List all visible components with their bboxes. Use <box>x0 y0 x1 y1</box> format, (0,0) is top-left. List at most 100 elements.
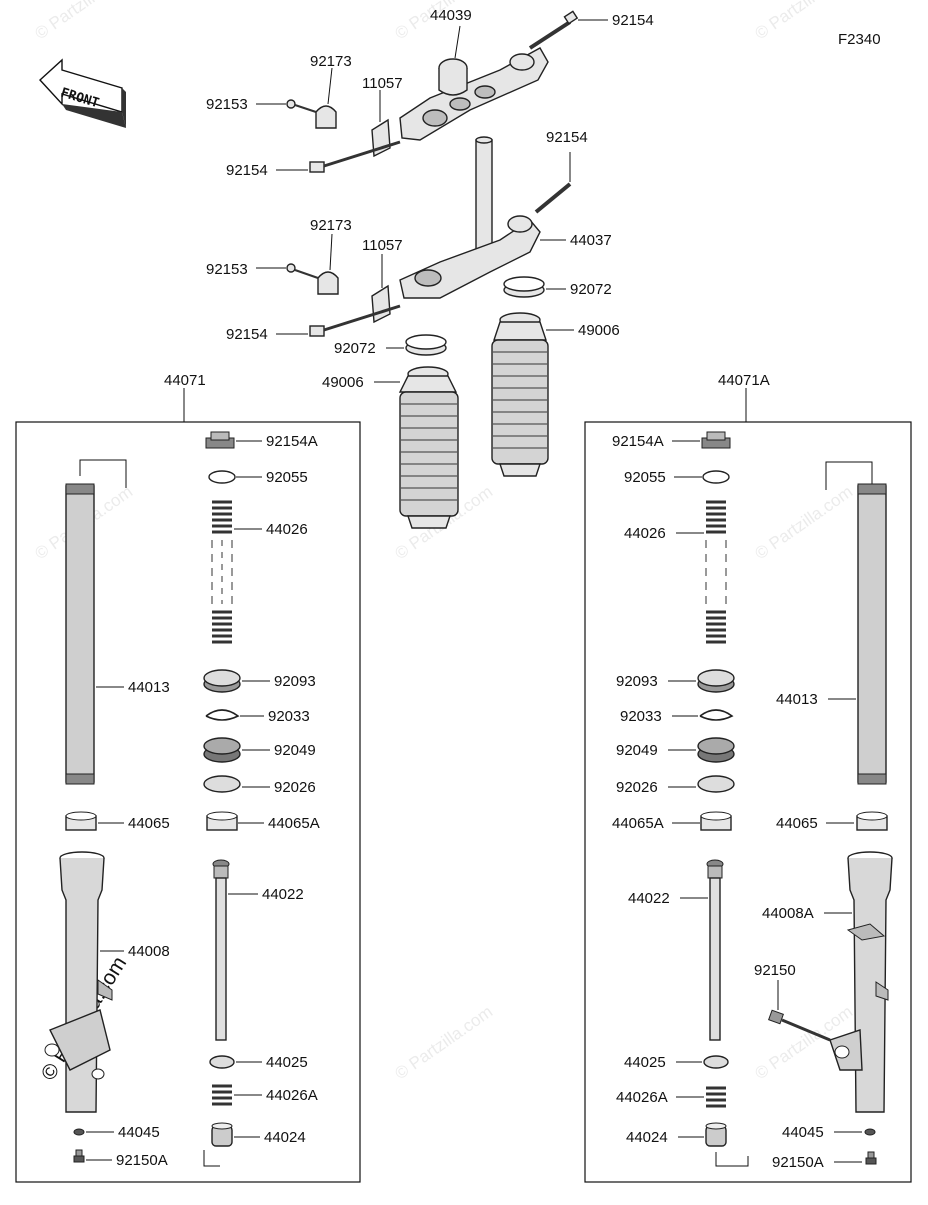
outer-tube-44008-left <box>44 851 113 1113</box>
label-92154-lower-long: 92154 <box>226 326 268 343</box>
label-44026-right: 44026 <box>624 525 666 542</box>
dust-seal-92093-left <box>203 669 241 693</box>
label-92154A-left: 92154A <box>266 433 318 450</box>
watermark: © Partzilla.com <box>751 482 856 563</box>
label-44025-right: 44025 <box>624 1054 666 1071</box>
cylinder-44022-left <box>212 859 230 1041</box>
label-44024-right: 44024 <box>626 1129 668 1146</box>
assembly-box-right <box>584 421 912 1183</box>
label-92153-lower: 92153 <box>206 261 248 278</box>
washer-92026-right <box>697 775 735 793</box>
bolt-92150-side <box>768 1009 831 1042</box>
label-44022-left: 44022 <box>262 886 304 903</box>
spring-44026A-left <box>212 1084 232 1106</box>
label-92154-top: 92154 <box>612 12 654 29</box>
gasket-44045-left <box>73 1128 85 1136</box>
label-92072-left: 92072 <box>334 340 376 357</box>
label-92153-upper: 92153 <box>206 96 248 113</box>
inner-tube-44013-left <box>65 459 127 785</box>
label-92173-lower: 92173 <box>310 217 352 234</box>
plate-11057-lower <box>371 284 391 324</box>
label-92049-right: 92049 <box>616 742 658 759</box>
label-44013-left: 44013 <box>128 679 170 696</box>
spring-44026-left <box>211 500 233 644</box>
bushing-44065A-left <box>206 811 238 831</box>
fork-boot-49006-right <box>491 312 549 477</box>
label-92049-left: 92049 <box>274 742 316 759</box>
clip-92033-right <box>699 709 734 721</box>
label-92154A-right: 92154A <box>612 433 664 450</box>
label-44065-right: 44065 <box>776 815 818 832</box>
bolt-92150A-right <box>865 1151 877 1165</box>
label-44045-right: 44045 <box>782 1124 824 1141</box>
assembly-box-left <box>15 421 361 1183</box>
watermark: © Partzilla.com <box>391 1002 496 1083</box>
inner-tube-44013-right <box>825 461 887 785</box>
washer-92026-left <box>203 775 241 793</box>
label-44008: 44008 <box>128 943 170 960</box>
label-44026-left: 44026 <box>266 521 308 538</box>
outer-tube-44008A-right <box>829 851 893 1113</box>
label-92055-right: 92055 <box>624 469 666 486</box>
label-44008A: 44008A <box>762 905 814 922</box>
label-92154-lower-right: 92154 <box>546 129 588 146</box>
label-92033-left: 92033 <box>268 708 310 725</box>
diagram-code: F2340 <box>838 31 881 48</box>
oil-seal-92049-right <box>697 737 735 763</box>
label-44026A-left: 44026A <box>266 1087 318 1104</box>
piece-44024-left <box>203 1122 233 1167</box>
bolt-92154-lower-long <box>309 304 401 337</box>
label-44065A-right: 44065A <box>612 815 664 832</box>
label-44024-left: 44024 <box>264 1129 306 1146</box>
front-arrow-icon: FRONT <box>39 58 126 128</box>
bushing-44065-left <box>65 811 97 831</box>
washer-92055-left <box>208 470 236 484</box>
label-44065-left: 44065 <box>128 815 170 832</box>
ring-44025-left <box>209 1055 235 1069</box>
label-44037: 44037 <box>570 232 612 249</box>
gasket-44045-right <box>864 1128 876 1136</box>
ring-44025-right <box>703 1055 729 1069</box>
label-92173-upper: 92173 <box>310 53 352 70</box>
bolt-92153-upper <box>286 99 317 113</box>
cylinder-44022-right <box>706 859 724 1041</box>
label-92154-upper-long: 92154 <box>226 162 268 179</box>
label-92150: 92150 <box>754 962 796 979</box>
label-49006-right: 49006 <box>578 322 620 339</box>
bolt-92153-lower <box>286 263 319 279</box>
steering-stem <box>475 136 493 261</box>
watermarks: © Partzilla.com © Partzilla.com © Partzi… <box>31 0 856 1083</box>
bolt-92154-lower-right <box>534 182 572 214</box>
label-11057-lower: 11057 <box>362 237 403 254</box>
oil-seal-92049-left <box>203 737 241 763</box>
band-clamp-92072-right <box>503 276 545 298</box>
cap-92154A-left <box>205 431 235 449</box>
label-92033-right: 92033 <box>620 708 662 725</box>
label-44013-right: 44013 <box>776 691 818 708</box>
bolt-92150A-left <box>73 1149 85 1163</box>
label-92026-right: 92026 <box>616 779 658 796</box>
watermark: © Partzilla.com <box>31 0 136 43</box>
lower-bracket-44037 <box>399 215 541 299</box>
label-44065A-left: 44065A <box>268 815 320 832</box>
label-92150A-right: 92150A <box>772 1154 824 1171</box>
dust-seal-92093-right <box>697 669 735 693</box>
label-92055-left: 92055 <box>266 469 308 486</box>
clip-92033-left <box>205 709 240 721</box>
cap-92154A-right <box>701 431 731 449</box>
clamp-92173-upper <box>315 105 337 129</box>
washer-92055-right <box>702 470 730 484</box>
label-44039: 44039 <box>430 7 472 24</box>
label-44025-left: 44025 <box>266 1054 308 1071</box>
label-44071A: 44071A <box>718 372 770 389</box>
label-11057-upper: 11057 <box>362 75 403 92</box>
upper-bracket-44039 <box>399 47 549 141</box>
bushing-44065A-right <box>700 811 732 831</box>
bolt-92154-upper-long <box>309 140 401 173</box>
label-44022-right: 44022 <box>628 890 670 907</box>
spring-44026A-right <box>706 1086 726 1108</box>
spring-44026-right <box>705 500 727 644</box>
piece-44024-right <box>705 1122 749 1167</box>
bolt-92154-upper <box>528 10 579 50</box>
